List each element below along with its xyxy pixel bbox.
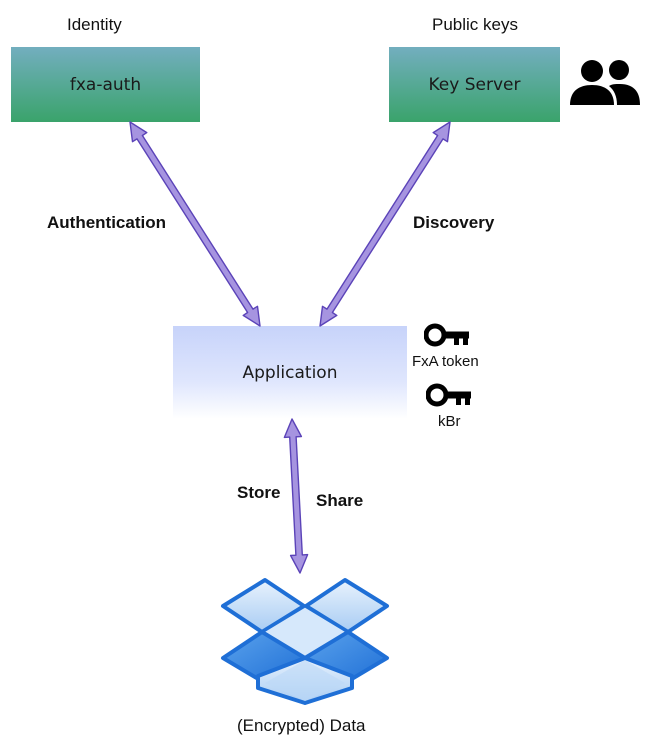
fxa-auth-box: fxa-auth xyxy=(11,47,200,122)
application-label: Application xyxy=(242,362,338,383)
users-icon xyxy=(570,60,640,105)
dropbox-icon xyxy=(221,578,389,705)
identity-label: Identity xyxy=(67,15,122,34)
fxa-token-label: FxA token xyxy=(412,353,479,370)
key-icon xyxy=(426,383,471,407)
discovery-label: Discovery xyxy=(413,213,495,232)
encrypted-data-label: (Encrypted) Data xyxy=(237,716,366,735)
public-keys-label: Public keys xyxy=(432,15,518,34)
key-server-label: Key Server xyxy=(428,74,521,95)
discovery-arrow xyxy=(319,121,451,327)
key-server-box: Key Server xyxy=(389,47,560,122)
authentication-arrow xyxy=(129,121,261,327)
key-icon xyxy=(424,323,469,347)
store-share-arrow xyxy=(283,418,309,574)
share-label: Share xyxy=(316,491,364,510)
application-box: Application xyxy=(173,326,407,419)
fxa-auth-label: fxa-auth xyxy=(69,74,142,95)
authentication-label: Authentication xyxy=(47,213,166,232)
kbr-label: kBr xyxy=(438,413,461,430)
store-label: Store xyxy=(237,483,281,502)
